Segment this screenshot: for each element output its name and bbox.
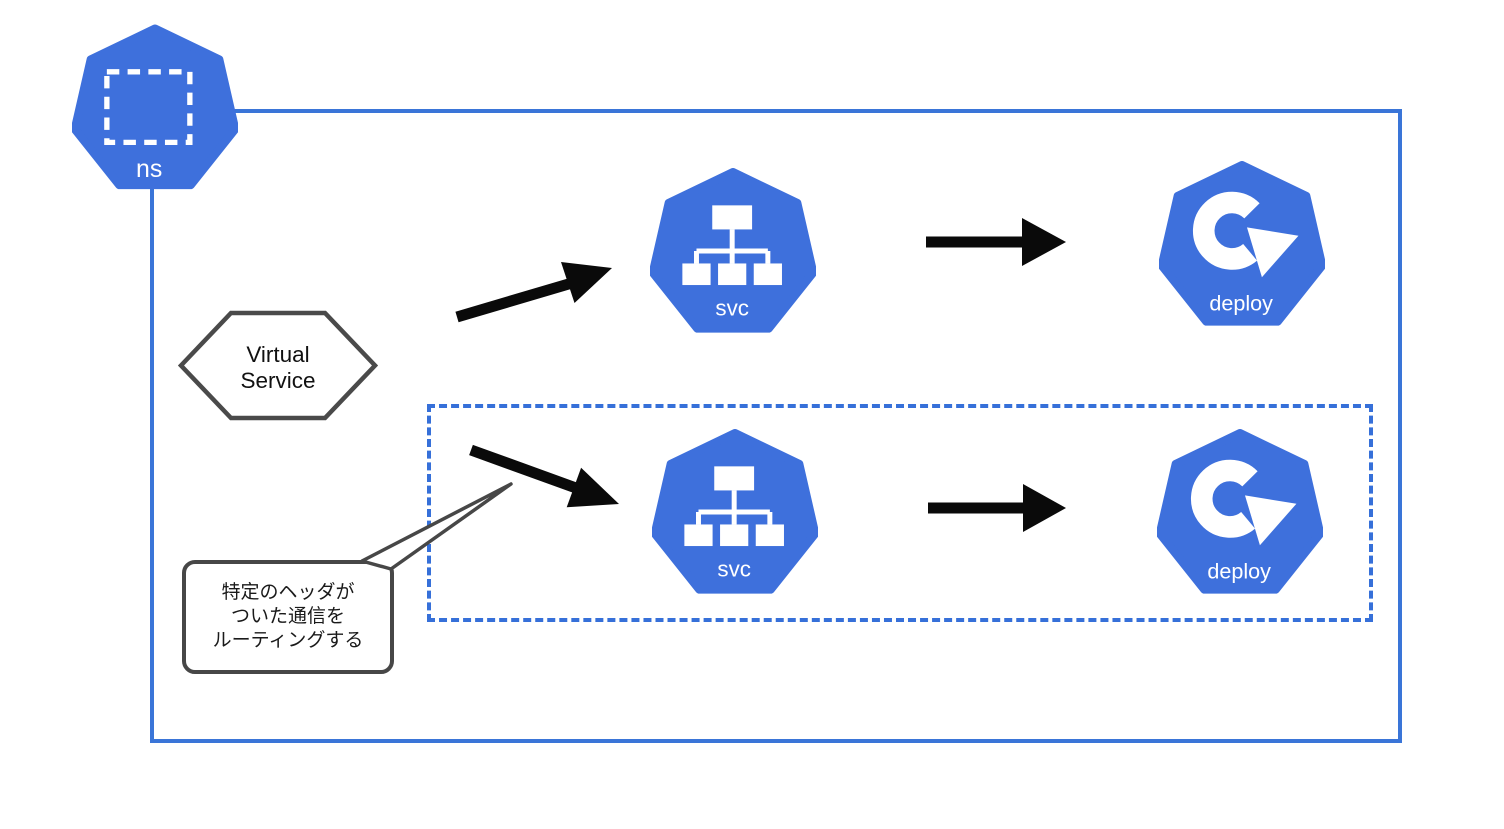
- service-icon-label: svc: [715, 296, 749, 321]
- heptagon-shape: [72, 24, 238, 190]
- namespace-icon-label: ns: [136, 155, 162, 183]
- deployment-icon-label: deploy: [1207, 558, 1271, 583]
- deployment-cycle-glyph: [1192, 191, 1299, 278]
- service-icon-label: svc: [717, 557, 751, 582]
- virtual-service-label-line2: Service: [240, 368, 315, 393]
- callout-line: ルーティングする: [212, 630, 364, 652]
- namespace-icon: ns: [72, 24, 238, 190]
- deployment-row2-icon: deploy: [1157, 429, 1323, 594]
- deployment-cycle-glyph: [1190, 459, 1297, 546]
- deployment-row1-icon: deploy: [1159, 161, 1325, 326]
- callout-line: 特定のヘッダが: [221, 581, 355, 603]
- namespace-boundary-box: [150, 109, 1402, 743]
- deployment-icon-label: deploy: [1209, 290, 1273, 315]
- service-row1-icon: svc: [650, 168, 816, 333]
- hexagon-shape: [178, 310, 378, 421]
- callout-line: ついた通信を: [230, 605, 345, 627]
- heptagon-shape: [1159, 161, 1325, 326]
- callout-bubble: 特定のヘッダが ついた通信を ルーティングする: [182, 560, 394, 674]
- service-tree-glyph: [684, 466, 784, 547]
- namespace-dashed-square: [104, 69, 193, 146]
- virtual-service-label-line1: Virtual: [246, 342, 309, 367]
- service-tree-glyph: [682, 205, 782, 286]
- virtual-service-node: Virtual Service: [178, 310, 378, 421]
- service-row2-icon: svc: [652, 429, 818, 594]
- heptagon-shape: [1157, 429, 1323, 594]
